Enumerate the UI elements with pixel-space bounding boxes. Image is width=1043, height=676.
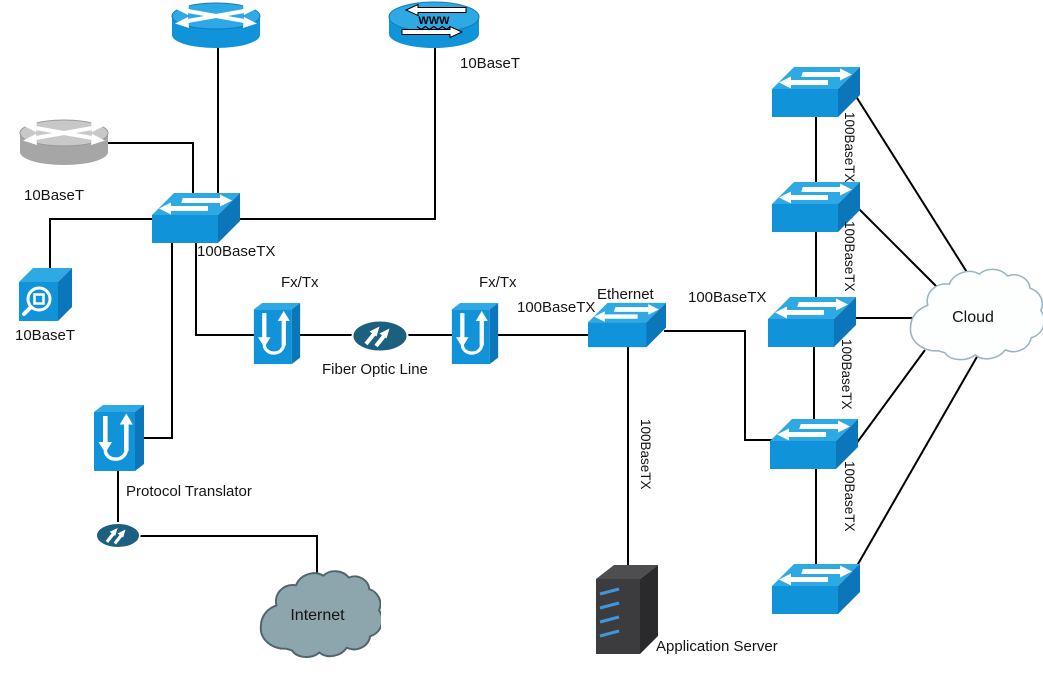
router-top bbox=[171, 2, 261, 50]
label-fiber-optic: Fiber Optic Line bbox=[322, 361, 428, 378]
label-cube-10baset: 10BaseT bbox=[15, 327, 76, 344]
cloud-icon bbox=[909, 268, 1043, 361]
ethernet-switch bbox=[588, 301, 666, 349]
www-server-icon: WWW bbox=[388, 1, 480, 48]
label-chain-1-2: 100BaseTX bbox=[841, 112, 857, 183]
label-ethernet: Ethernet bbox=[597, 286, 654, 303]
link-switch5-cloud bbox=[849, 354, 979, 579]
www-server: WWW bbox=[388, 1, 480, 51]
fiber-optic-node bbox=[351, 319, 409, 353]
hub-cube-icon bbox=[19, 268, 72, 321]
cloud bbox=[903, 266, 1043, 367]
internet-cloud bbox=[254, 568, 381, 664]
label-fxtx-right: Fx/Tx bbox=[479, 274, 517, 291]
switch-4 bbox=[770, 418, 858, 470]
router-icon bbox=[19, 119, 109, 165]
application-server bbox=[592, 561, 662, 656]
switch-icon bbox=[768, 297, 856, 347]
switch-icon bbox=[152, 193, 240, 243]
label-main-switch: 100BaseTX bbox=[197, 243, 276, 260]
protocol-translator-icon bbox=[451, 302, 499, 365]
router-icon bbox=[171, 2, 261, 48]
fx-tx-right bbox=[450, 299, 500, 368]
switch-icon bbox=[772, 182, 860, 232]
line-terminator-icon bbox=[351, 319, 409, 353]
label-www-10baset: 10BaseT bbox=[460, 55, 521, 72]
www-icon-text: WWW bbox=[418, 15, 450, 27]
label-internet: Internet bbox=[290, 607, 345, 624]
router-gray bbox=[19, 118, 109, 168]
link-switch1-cloud bbox=[851, 89, 976, 286]
label-fxtx-left: Fx/Tx bbox=[281, 274, 319, 291]
hub-cube bbox=[17, 266, 74, 323]
label-gray-10baset: 10BaseT bbox=[24, 187, 85, 204]
label-chain-2-3: 100BaseTX bbox=[841, 221, 857, 292]
switch-3 bbox=[768, 296, 856, 348]
switch-icon bbox=[588, 302, 666, 348]
switch-2 bbox=[772, 181, 860, 233]
fx-tx-left bbox=[252, 299, 302, 368]
label-cloud: Cloud bbox=[952, 309, 994, 326]
main-switch bbox=[152, 192, 240, 244]
label-ethernet-left-link: 100BaseTX bbox=[517, 299, 596, 316]
label-application-server: Application Server bbox=[656, 638, 778, 655]
switch-icon bbox=[772, 564, 860, 614]
switch-5 bbox=[772, 563, 860, 615]
switch-1 bbox=[772, 66, 860, 118]
label-chain-4-5: 100BaseTX bbox=[841, 461, 857, 532]
protocol-translator-icon bbox=[253, 302, 301, 365]
protocol-translator bbox=[92, 403, 146, 473]
label-ethernet-right-link: 100BaseTX bbox=[688, 289, 767, 306]
label-protocol-translator: Protocol Translator bbox=[126, 483, 252, 500]
server-icon bbox=[596, 565, 658, 654]
line-terminator-icon bbox=[95, 522, 141, 549]
switch-icon bbox=[772, 67, 860, 117]
link-www-switch bbox=[238, 48, 436, 220]
label-server-link: 100BaseTX bbox=[637, 419, 653, 490]
link-ethernet-switch4 bbox=[664, 330, 772, 441]
switch-icon bbox=[770, 419, 858, 469]
line-terminator-2 bbox=[95, 521, 141, 550]
cloud-icon bbox=[259, 570, 381, 658]
label-chain-3-4: 100BaseTX bbox=[838, 339, 854, 410]
link-switch-translator bbox=[144, 242, 173, 439]
link-switch-cube bbox=[49, 218, 156, 268]
protocol-translator-icon bbox=[94, 405, 144, 471]
